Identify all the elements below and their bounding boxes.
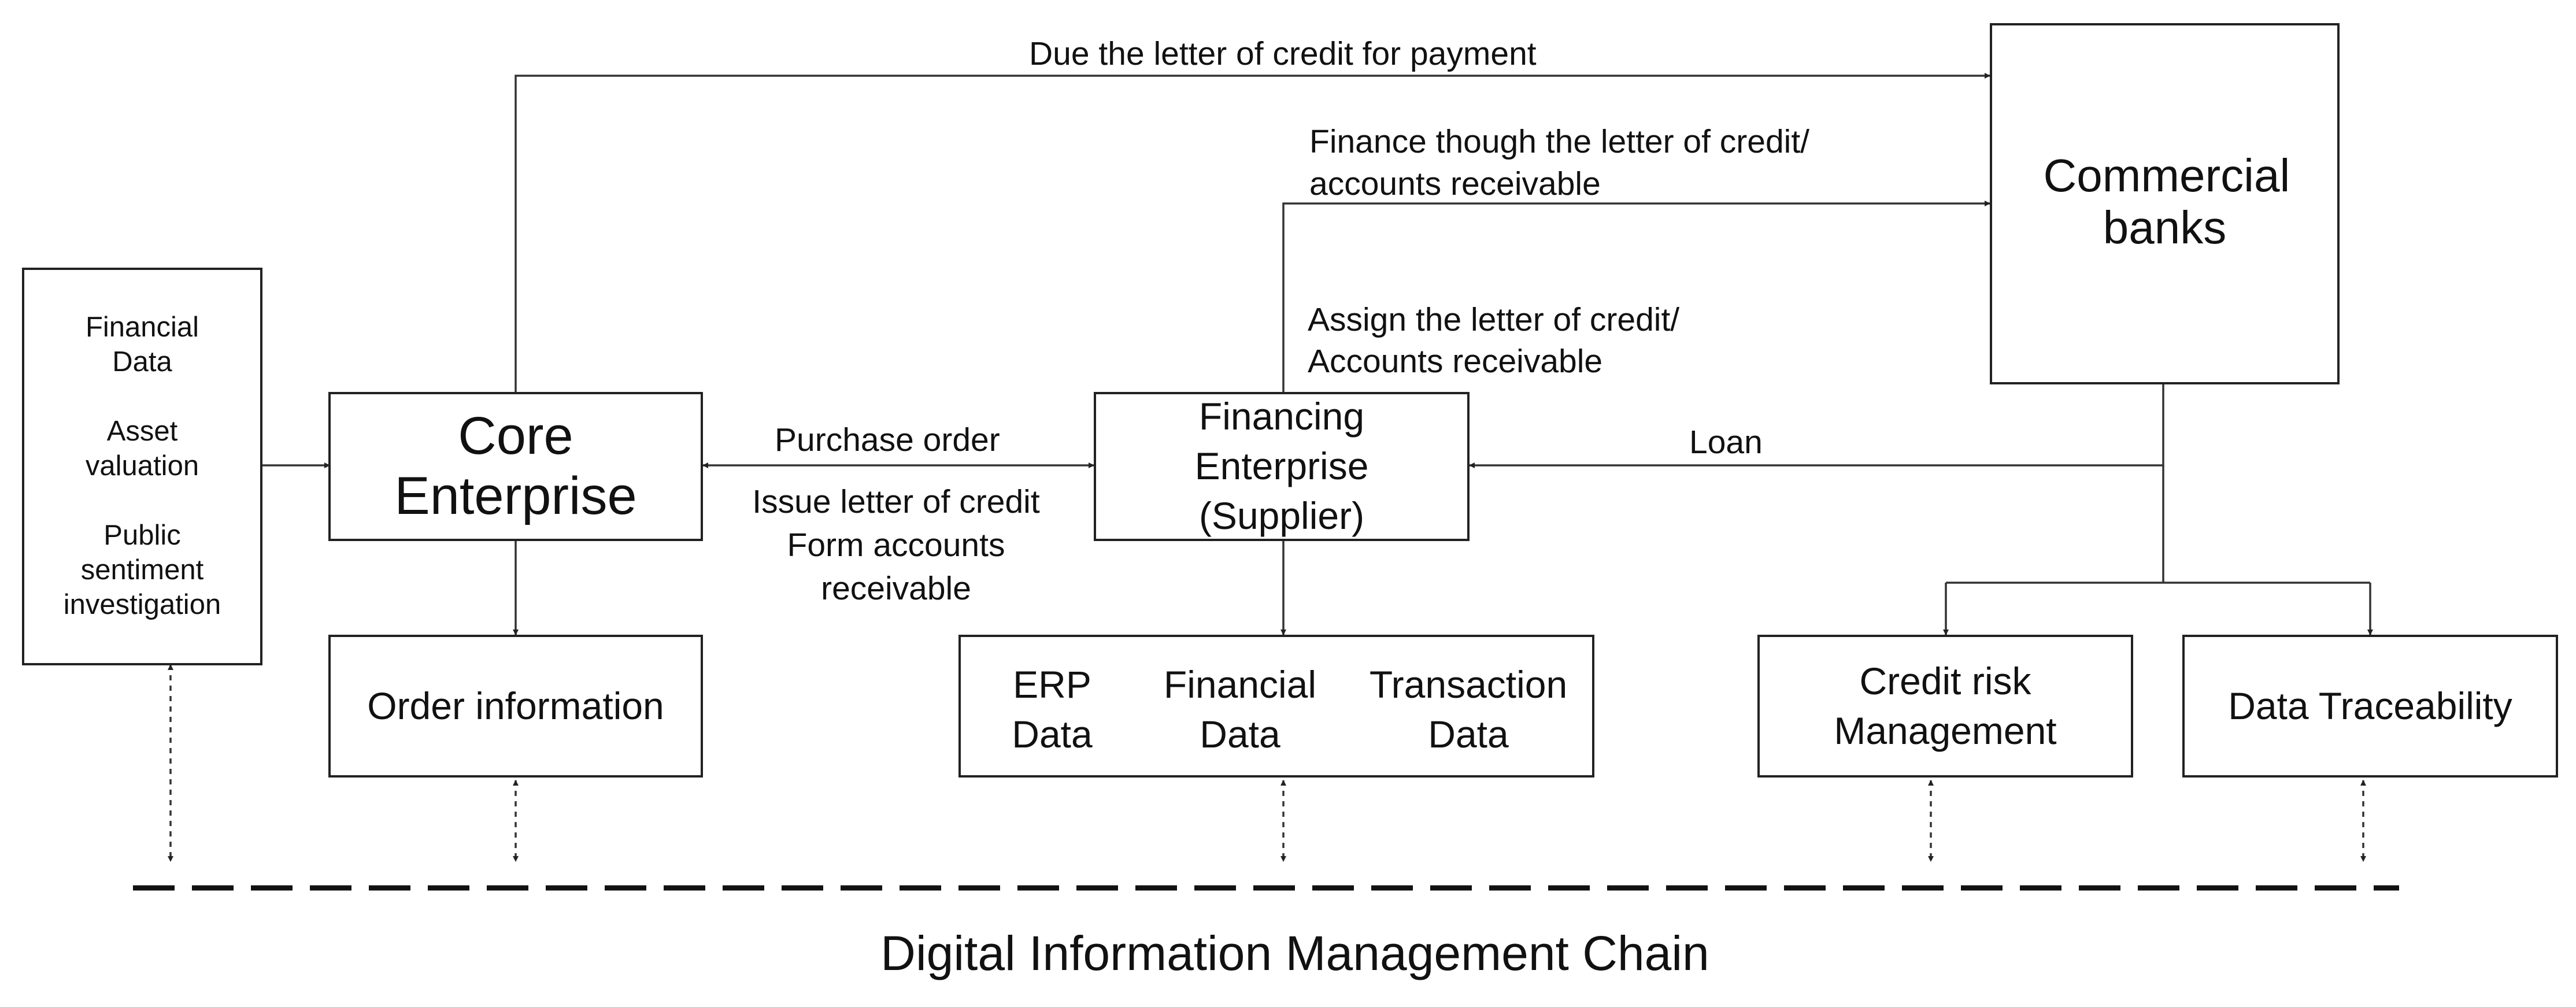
financing-enterprise-box: Financing Enterprise (Supplier) [1094,392,1470,541]
commercial-banks-box: Commercial banks [1990,23,2340,384]
assign-letter-label-2: Accounts receivable [1308,343,1603,380]
commercial-banks-label: Commercial banks [2043,150,2290,254]
data-source-financial: Financial Data [85,312,199,378]
issue-letter-label-2: Form accounts [787,527,1005,564]
data-traceability-box: Data Traceability [2182,635,2558,778]
enterprise-data-box [958,635,1594,778]
financing-enterprise-label-3: (Supplier) [1198,494,1365,537]
financial-data-cell: Financial Data [1163,663,1317,756]
data-sources-box: Financial Data Asset valuation Public se… [22,268,262,665]
chain-label: Digital Information Management Chain [880,926,1709,980]
financing-enterprise-label-1: Financing [1198,395,1365,438]
edge-finance-letter [1282,201,1990,392]
loan-label: Loan [1689,424,1763,461]
order-information-box: Order information [328,635,703,778]
assign-letter-label-1: Assign the letter of credit/ [1308,301,1680,338]
edge-due-letter [515,73,1990,392]
issue-letter-label-3: receivable [821,570,971,607]
issue-letter-label-1: Issue letter of credit [752,483,1040,520]
transaction-data-cell: Transaction Data [1369,663,1568,756]
financing-enterprise-label-2: Enterprise [1194,445,1369,488]
finance-letter-label-2: accounts receivable [1309,165,1601,202]
purchase-order-label: Purchase order [775,421,1000,458]
credit-risk-box: Credit risk Management [1757,635,2133,778]
erp-data-cell: ERP Data [1012,663,1093,756]
core-enterprise-box: Core Enterprise [328,392,703,541]
data-source-asset: Asset valuation [85,416,199,482]
finance-letter-label-1: Finance though the letter of credit/ [1309,123,1810,160]
data-traceability-label: Data Traceability [2228,684,2512,727]
edge-to-credit-risk [1946,582,2370,635]
order-information-label: Order information [367,684,664,727]
credit-risk-label: Credit risk Management [1834,659,2057,752]
edge-loan [1469,384,2164,468]
data-source-public-sentiment: Public sentiment investigation [63,520,221,620]
core-enterprise-label: Core Enterprise [394,406,637,525]
due-letter-label: Due the letter of credit for payment [1029,35,1537,72]
